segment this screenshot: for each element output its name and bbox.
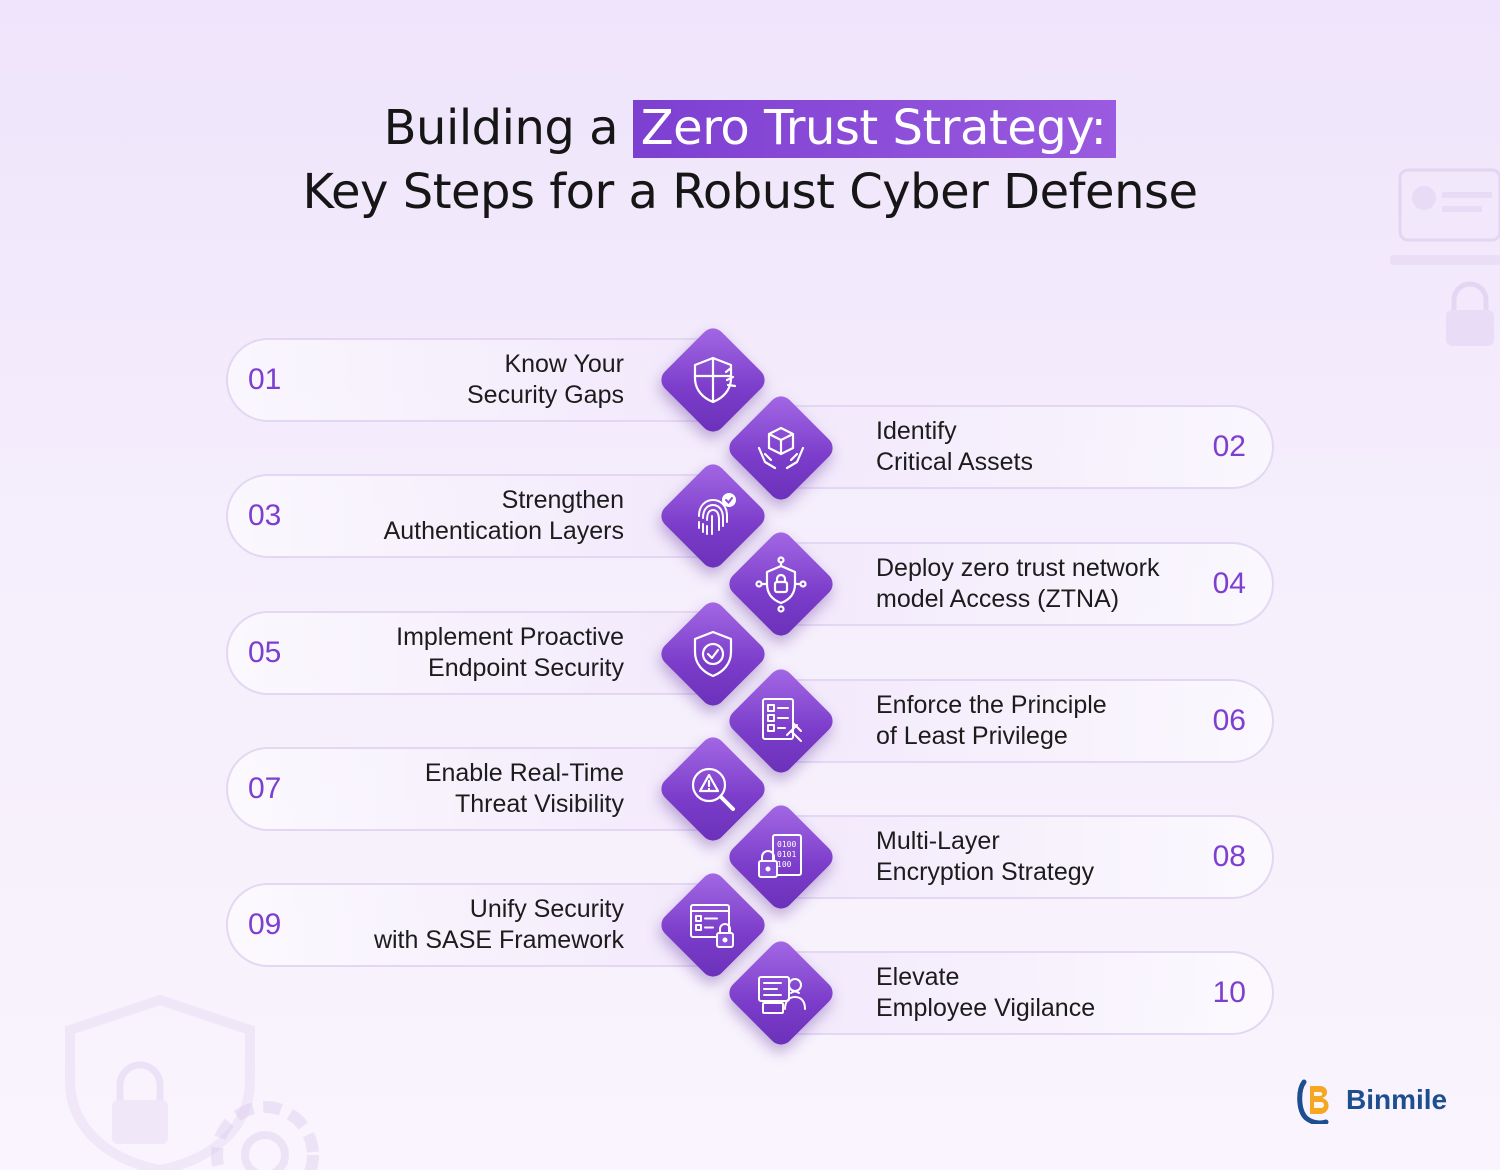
shield-check-icon bbox=[683, 624, 743, 684]
step-number: 08 bbox=[1212, 840, 1246, 873]
hands-cube-icon bbox=[751, 418, 811, 478]
browser-checklist-lock-icon bbox=[683, 895, 743, 955]
svg-text:0100: 0100 bbox=[777, 840, 796, 849]
background-padlock-icon bbox=[1446, 281, 1494, 346]
title-line-2: Key Steps for a Robust Cyber Defense bbox=[302, 164, 1198, 220]
step-number: 01 bbox=[248, 363, 282, 396]
employee-monitor-icon bbox=[751, 963, 811, 1023]
shield-broken-icon bbox=[683, 350, 743, 410]
background-shield-icon bbox=[65, 994, 255, 1170]
checklist-gavel-icon bbox=[751, 691, 811, 751]
step-number: 05 bbox=[248, 636, 282, 669]
title-prefix: Building a bbox=[383, 100, 619, 156]
magnifier-warning-icon bbox=[683, 759, 743, 819]
brand-name: Binmile bbox=[1346, 1084, 1448, 1115]
step-number: 02 bbox=[1212, 430, 1246, 463]
title-highlight: Zero Trust Strategy: bbox=[632, 100, 1117, 158]
network-shield-lock-icon bbox=[751, 554, 811, 614]
step-number: 03 bbox=[248, 499, 282, 532]
page-title: Building a Zero Trust Strategy: Key Step… bbox=[0, 96, 1500, 224]
step-number: 07 bbox=[248, 772, 282, 805]
brand-logo: Binmile bbox=[1296, 1076, 1447, 1124]
binmile-logo-icon bbox=[1297, 1079, 1329, 1124]
step-number: 04 bbox=[1212, 567, 1246, 600]
binary-lock-icon: 0100 0101 100 bbox=[751, 827, 811, 887]
step-number: 10 bbox=[1212, 976, 1246, 1009]
fingerprint-icon bbox=[683, 486, 743, 546]
background-id-card-icon bbox=[1390, 168, 1500, 265]
svg-text:100: 100 bbox=[777, 860, 792, 869]
title-line-1: Building a Zero Trust Strategy: bbox=[0, 96, 1500, 160]
background-gear-icon bbox=[211, 1101, 319, 1170]
step-number: 09 bbox=[248, 908, 282, 941]
step-number: 06 bbox=[1212, 704, 1246, 737]
svg-text:0101: 0101 bbox=[777, 850, 796, 859]
